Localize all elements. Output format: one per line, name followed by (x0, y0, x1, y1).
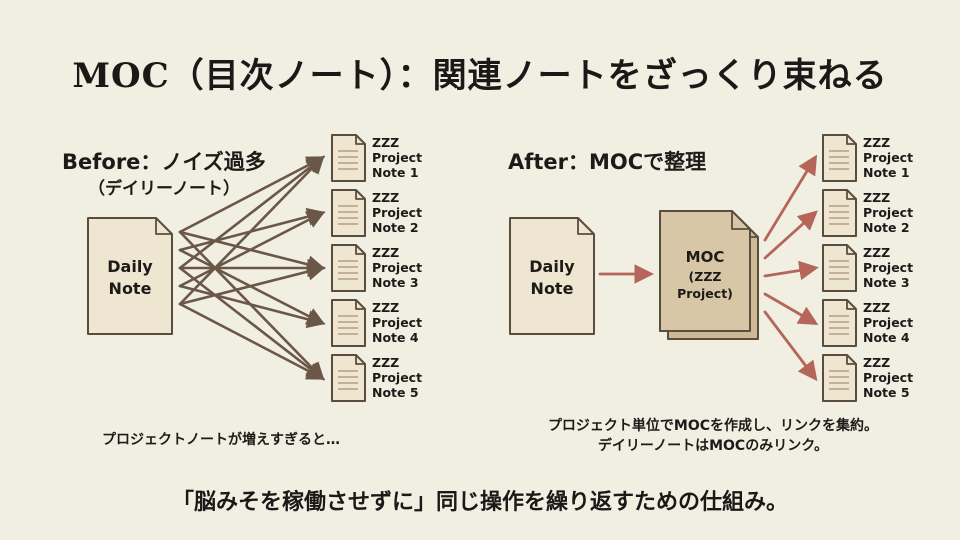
before-project-note-label-1-line-1: ZZZ (372, 135, 399, 150)
after-daily-note-icon (509, 217, 595, 335)
before-project-note-label-2-line-2: Project (372, 205, 422, 220)
after-project-note-label-5-line-3: Note 5 (863, 385, 910, 400)
moc-to-note-arrow-5 (763, 310, 818, 382)
before-daily-note-label-line-2: Note (109, 279, 152, 298)
before-project-note-label-4-line-3: Note 4 (372, 330, 419, 345)
after-heading: After：MOCで整理 (508, 150, 707, 174)
after-project-note-label-4-line-1: ZZZ (863, 300, 890, 315)
before-daily-note-label-line-1: Daily (107, 257, 153, 276)
before-project-note-icon-5 (331, 354, 366, 402)
after-project-note-label-1-line-1: ZZZ (863, 135, 890, 150)
before-project-note-label-4-line-2: Project (372, 315, 422, 330)
before-project-note-label-2-line-1: ZZZ (372, 190, 399, 205)
moc-note-label-line-1: MOC (686, 248, 725, 266)
before-project-note-label-3-line-1: ZZZ (372, 245, 399, 260)
moc-note-icon (659, 210, 751, 332)
after-project-note-label-5-line-2: Project (863, 370, 913, 385)
after-project-note-label-1-line-3: Note 1 (863, 165, 910, 180)
before-project-note-label-1-line-2: Project (372, 150, 422, 165)
before-subheading: （デイリーノート） (88, 179, 240, 199)
before-caption: プロジェクトノートが増えすぎると… (102, 432, 340, 448)
chaos-arrow (178, 302, 326, 380)
after-caption: プロジェクト単位でMOCを作成し、リンクを集約。 デイリーノートはMOCのみリン… (508, 416, 918, 456)
after-project-note-label-4-line-3: Note 4 (863, 330, 910, 345)
after-project-note-icon-1 (822, 134, 857, 182)
before-project-note-icon-2 (331, 189, 366, 237)
bottom-tagline: 「脳みそを稼働させずに」同じ操作を繰り返すための仕組み。 (171, 490, 788, 515)
chaos-arrow (178, 156, 326, 234)
before-project-note-label-5-line-1: ZZZ (372, 355, 399, 370)
after-project-note-icon-5 (822, 354, 857, 402)
after-project-note-icon-4 (822, 299, 857, 347)
after-project-note-icon-2 (822, 189, 857, 237)
chaos-arrow (178, 155, 325, 306)
chaos-arrow (178, 155, 325, 270)
moc-to-note-arrow-1 (763, 154, 818, 242)
chaos-arrow (178, 262, 326, 306)
after-project-note-label-3-line-1: ZZZ (863, 245, 890, 260)
before-project-note-label-1-line-3: Note 1 (372, 165, 419, 180)
after-caption-line-1: プロジェクト単位でMOCを作成し、リンクを集約。 (547, 418, 879, 434)
moc-note-label-line-2: (ZZZ (689, 269, 722, 284)
page-title: MOC（目次ノート）：関連ノートをざっくり束ねる (72, 56, 888, 96)
before-project-note-label-2-line-3: Note 2 (372, 220, 419, 235)
after-project-note-label-5-line-1: ZZZ (863, 355, 890, 370)
moc-to-note-arrow-2 (763, 210, 818, 260)
after-project-note-label-2-line-3: Note 2 (863, 220, 910, 235)
chaos-arrows (178, 155, 326, 381)
moc-to-note-arrow-4 (763, 292, 819, 325)
after-caption-line-2: デイリーノートはMOCのみリンク。 (597, 438, 829, 454)
after-project-note-label-2-line-1: ZZZ (863, 190, 890, 205)
before-project-note-icon-1 (331, 134, 366, 182)
after-project-note-label-2-line-2: Project (863, 205, 913, 220)
before-daily-note-icon (87, 217, 173, 335)
before-project-note-label-5-line-2: Project (372, 370, 422, 385)
before-project-note-label-3-line-2: Project (372, 260, 422, 275)
after-project-note-label-3-line-2: Project (863, 260, 913, 275)
after-project-note-icon-3 (822, 244, 857, 292)
moc-arrows (598, 154, 819, 382)
before-project-note-label-3-line-3: Note 3 (372, 275, 419, 290)
after-daily-note-label-line-2: Note (531, 279, 574, 298)
moc-note-label-line-3: Project) (677, 286, 733, 301)
after-project-note-label-3-line-3: Note 3 (863, 275, 910, 290)
before-heading: Before：ノイズ過多 (62, 150, 266, 174)
before-project-note-label-4-line-1: ZZZ (372, 300, 399, 315)
chaos-arrow (178, 211, 326, 288)
after-project-note-label-1-line-2: Project (863, 150, 913, 165)
moc-to-note-arrow-3 (763, 260, 819, 281)
after-project-note-label-4-line-2: Project (863, 315, 913, 330)
before-project-note-label-5-line-3: Note 5 (372, 385, 419, 400)
before-project-note-icon-3 (331, 244, 366, 292)
after-daily-note-label-line-1: Daily (529, 257, 575, 276)
chaos-arrow (178, 284, 326, 329)
chaos-arrow (178, 266, 325, 381)
before-project-note-icon-4 (331, 299, 366, 347)
